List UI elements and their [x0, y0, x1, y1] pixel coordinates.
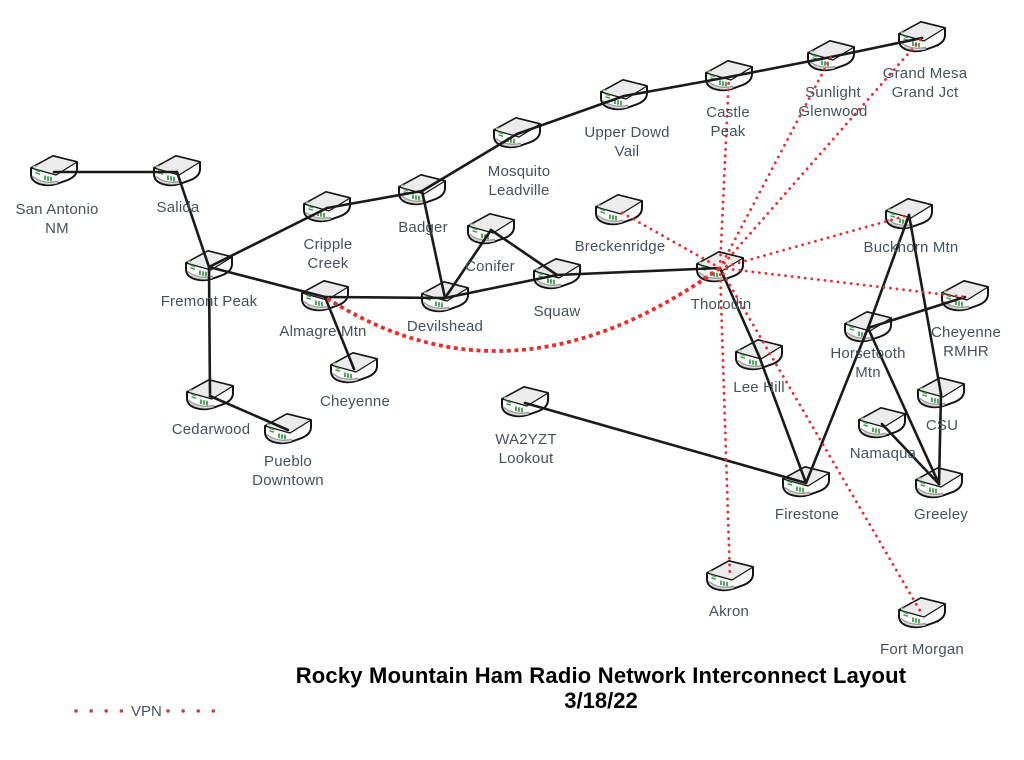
node-label-firestone: Firestone [775, 506, 839, 523]
link-conifer-squaw [489, 228, 559, 277]
node-label-namaqua: Namaqua [850, 445, 917, 462]
router-icon [705, 60, 753, 92]
node-wa2yzt[interactable] [501, 386, 549, 418]
link-fremont-cedarwood [207, 265, 212, 398]
node-label-buckhorn: Buckhorn Mtn [864, 239, 959, 256]
link-devilshead-conifer [443, 228, 493, 300]
link-almagre-devilshead [323, 295, 447, 300]
vpn-layer [323, 36, 967, 616]
router-icon [600, 79, 648, 111]
router-icon [153, 155, 201, 187]
links-layer [52, 36, 967, 486]
link-fremont-cripple [207, 206, 329, 269]
link-mosquito-upper-dowd [515, 94, 626, 136]
router-icon [807, 40, 855, 72]
node-sunlight[interactable] [807, 40, 855, 72]
router-icon [501, 386, 549, 418]
router-icon [595, 194, 643, 226]
router-icon [30, 155, 78, 187]
legend-label: VPN [131, 703, 162, 720]
vpn-link-thorodin-cheyenne-rmhr [718, 266, 967, 299]
node-label-salida: Salida [157, 199, 200, 216]
router-icon [858, 407, 906, 439]
node-label-cedarwood: Cedarwood [172, 421, 251, 438]
node-conifer[interactable] [467, 213, 515, 245]
vpn-link-thorodin-buckhorn [718, 213, 911, 270]
link-thorodin-lee-hill [718, 266, 761, 358]
link-badger-devilshead [420, 189, 447, 300]
link-horsetooth-greeley [866, 326, 941, 486]
vpn-link-thorodin-fort-morgan [718, 266, 924, 616]
link-buckhorn-horsetooth [866, 213, 911, 330]
link-almagre-cheyenne-south [323, 295, 356, 371]
node-label-fort-morgan: Fort Morgan [880, 641, 964, 658]
node-label-greeley: Greeley [914, 506, 968, 523]
node-buckhorn[interactable] [885, 198, 933, 230]
node-label-conifer: Conifer [465, 258, 515, 275]
node-grand-mesa[interactable] [898, 21, 946, 53]
link-lee-hill-firestone [757, 354, 808, 485]
vpn-link-thorodin-sunlight [718, 55, 833, 270]
node-san-antonio[interactable] [30, 155, 78, 187]
node-namaqua[interactable] [858, 407, 906, 439]
node-label-cheyenne-south: Cheyenne [320, 393, 390, 410]
node-label-devilshead: Devilshead [407, 318, 483, 335]
node-breckenridge[interactable] [595, 194, 643, 226]
vpn-link-thorodin-akron [718, 266, 732, 579]
link-cedarwood-pueblo [208, 394, 290, 432]
legend: VPN [74, 703, 216, 720]
link-badger-mosquito [420, 132, 519, 193]
link-buckhorn-csu [907, 213, 943, 396]
node-upper-dowd[interactable] [600, 79, 648, 111]
node-label-breckenridge: Breckenridge [575, 238, 666, 255]
link-squaw-thorodin [555, 266, 722, 277]
link-upper-dowd-castle [622, 75, 731, 98]
vpn-link-thorodin-grand-mesa [718, 36, 924, 270]
node-salida[interactable] [153, 155, 201, 187]
link-horsetooth-firestone [804, 326, 870, 485]
vpn-link-thorodin-breckenridge [617, 209, 722, 270]
node-label-akron: Akron [709, 603, 749, 620]
link-fremont-almagre [207, 265, 327, 299]
node-label-fremont: Fremont Peak [161, 293, 258, 310]
link-salida-fremont [175, 170, 211, 269]
node-label-squaw: Squaw [534, 303, 581, 320]
router-icon [898, 597, 946, 629]
node-label-almagre: Almagre Mtn [279, 323, 366, 340]
node-label-csu: CSU [926, 417, 958, 434]
link-cripple-badger [325, 189, 424, 210]
link-devilshead-squaw [443, 273, 559, 300]
link-sunlight-grand-mesa [829, 36, 924, 59]
router-icon [898, 21, 946, 53]
vpn-link-thorodin-almagre [323, 266, 722, 353]
vpn-link-thorodin-castle [718, 75, 731, 270]
link-horsetooth-cheyenne-rmhr [866, 295, 967, 330]
diagram-date: 3/18/22 [564, 688, 638, 713]
node-fort-morgan[interactable] [898, 597, 946, 629]
link-csu-greeley [937, 392, 943, 486]
link-castle-sunlight [727, 55, 833, 79]
node-label-lee-hill: Lee Hill [733, 379, 785, 396]
router-icon [885, 198, 933, 230]
node-label-badger: Badger [398, 219, 448, 236]
diagram-title: Rocky Mountain Ham Radio Network Interco… [295, 663, 907, 688]
node-label-thorodin: Thorodin [691, 296, 752, 313]
node-castle[interactable] [705, 60, 753, 92]
router-icon [467, 213, 515, 245]
link-namaqua-greeley [880, 422, 941, 486]
link-wa2yzt-firestone [523, 401, 808, 485]
